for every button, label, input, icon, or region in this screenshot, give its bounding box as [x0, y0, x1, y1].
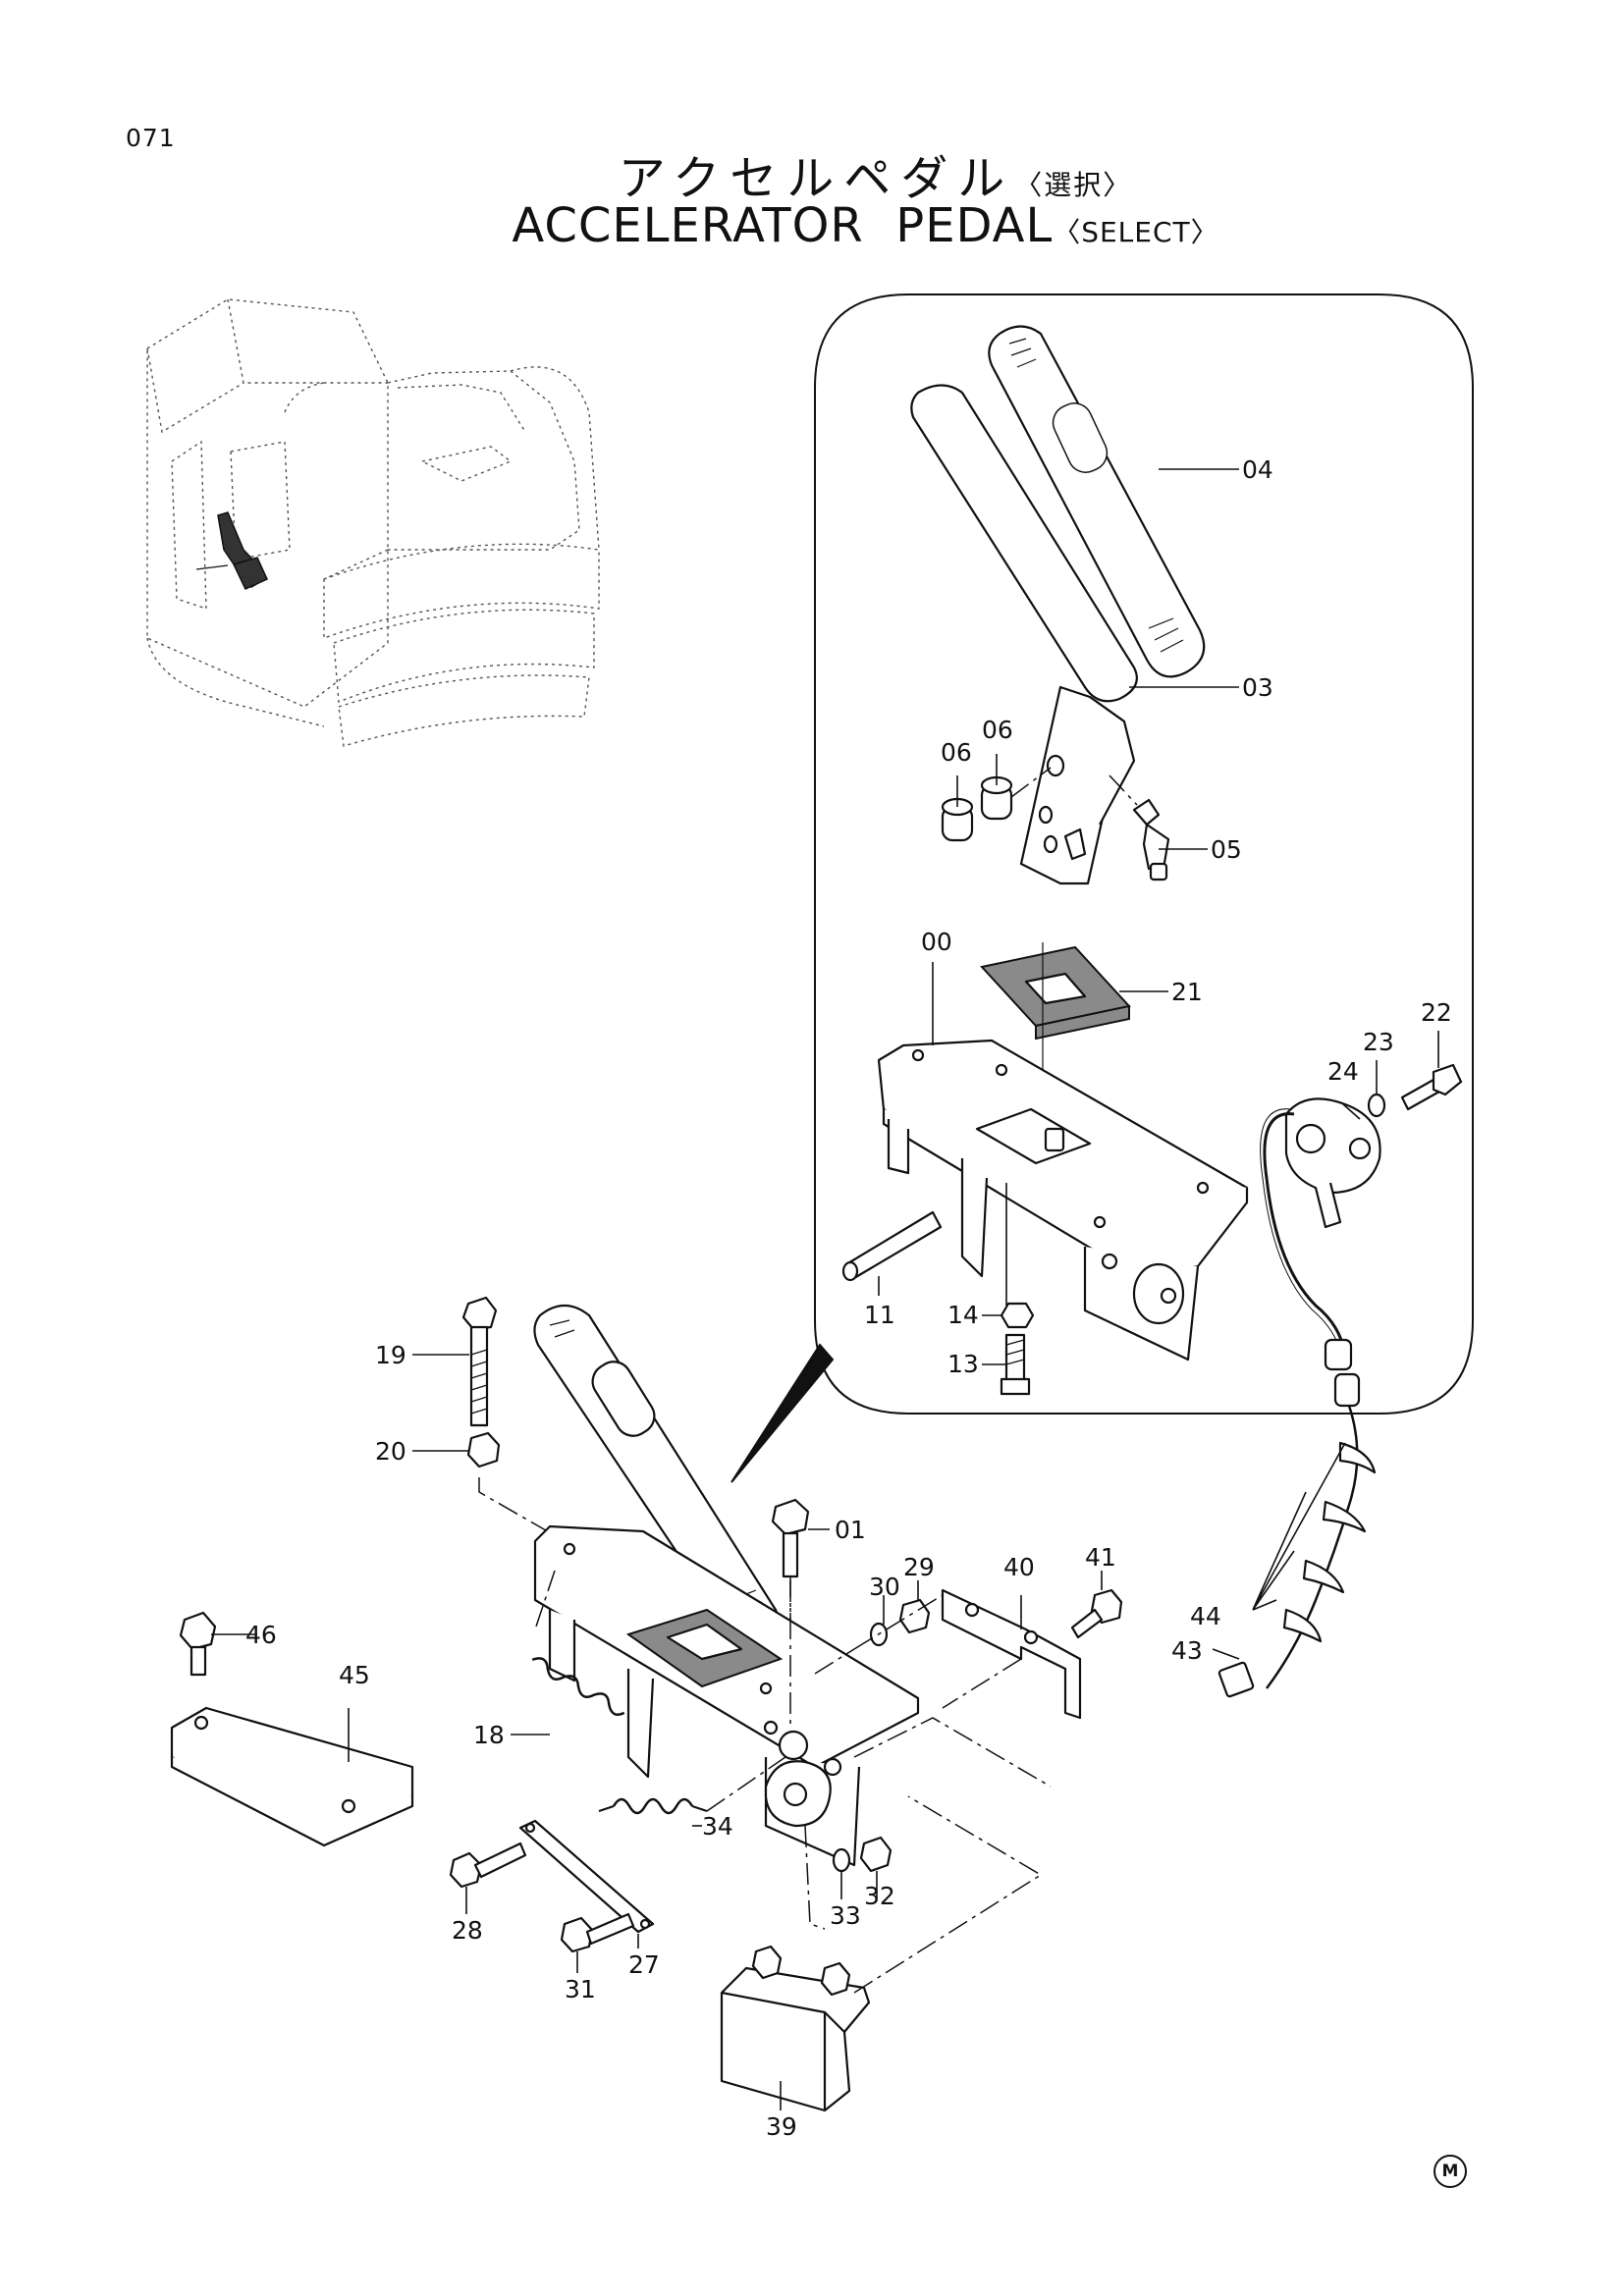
callout-43: 43 [1171, 1636, 1203, 1665]
bolt-13 [1000, 1333, 1031, 1396]
bolt-41 [942, 1588, 1123, 1709]
grease-fitting-05 [1109, 774, 1170, 881]
title-japanese-qualifier: 〈選択〉 [1014, 169, 1133, 201]
title-english-qualifier: 〈SELECT〉 [1053, 216, 1219, 248]
nut-29 [898, 1598, 931, 1634]
callout-00: 00 [921, 928, 952, 956]
washer-23 [1367, 1093, 1386, 1118]
bolt-19 [461, 1296, 498, 1427]
callout-18: 18 [473, 1721, 505, 1749]
link-27 [518, 1819, 655, 1934]
corner-mark: M [1434, 2155, 1467, 2188]
title-japanese: アクセルペダル〈選択〉 [0, 139, 1623, 208]
nut-20 [466, 1431, 501, 1468]
title-english-text: ACCELERATOR PEDAL [512, 198, 1054, 253]
callout-11: 11 [864, 1301, 895, 1329]
bracket-40 [941, 1588, 1082, 1720]
callout-45: 45 [339, 1661, 370, 1689]
cable-harness [1217, 1108, 1377, 1698]
leader-lines [211, 468, 1439, 2110]
callout-19: 19 [375, 1341, 406, 1369]
callout-34: 34 [702, 1812, 733, 1841]
detail-callout-bubble [730, 294, 1474, 1483]
pedal-arm-03 [910, 384, 1138, 885]
callout-05: 05 [1211, 835, 1242, 864]
bolt-22 [1400, 1063, 1463, 1111]
callout-46: 46 [245, 1621, 277, 1649]
callout-27: 27 [628, 1950, 660, 1979]
callout-06b: 06 [941, 738, 972, 767]
callout-labels: 04 03 06 06 05 00 21 22 23 24 11 14 13 1… [245, 455, 1452, 2141]
callout-33: 33 [830, 1901, 861, 1930]
callout-41: 41 [1085, 1543, 1116, 1572]
callout-21: 21 [1171, 978, 1203, 1006]
main-bracket [533, 1524, 920, 1867]
callout-32: 32 [864, 1882, 895, 1910]
callout-20: 20 [375, 1437, 406, 1466]
sensor-24 [1284, 1097, 1381, 1229]
callout-39: 39 [766, 2112, 797, 2141]
bolt-28 [449, 1842, 527, 1889]
callout-24: 24 [1327, 1057, 1359, 1086]
title-japanese-text: アクセルペダル [618, 151, 1015, 206]
cover-plate-45 [170, 1706, 414, 1847]
pin-11 [841, 1210, 943, 1282]
callout-01: 01 [835, 1516, 866, 1544]
callout-44: 44 [1190, 1602, 1221, 1630]
bolt-31 [560, 1912, 635, 1953]
bolt-46 [179, 1611, 217, 1677]
machine-cab-illustration [146, 298, 600, 747]
washer-33 [832, 1847, 851, 1873]
callout-23: 23 [1363, 1028, 1394, 1056]
pedal-cover-04 [988, 325, 1206, 678]
spring-34 [598, 1756, 786, 1815]
sensor-main [764, 1760, 832, 1930]
bolt-01 [771, 1498, 810, 1728]
callout-04: 04 [1242, 455, 1273, 484]
callout-22: 22 [1421, 998, 1452, 1027]
nut-32 [859, 1836, 893, 1873]
callout-28: 28 [452, 1916, 483, 1945]
callout-06a: 06 [982, 716, 1013, 744]
rubber-boot-21 [980, 942, 1131, 1139]
callout-03: 03 [1242, 673, 1273, 702]
callout-31: 31 [565, 1975, 596, 2003]
title-english: ACCELERATOR PEDAL〈SELECT〉 [0, 198, 1623, 253]
pedal-bracket-00 [877, 1039, 1249, 1362]
callout-29: 29 [903, 1553, 935, 1581]
callout-13: 13 [947, 1350, 979, 1378]
callout-14: 14 [947, 1301, 979, 1329]
callout-40: 40 [1003, 1553, 1035, 1581]
nut-14 [1000, 1302, 1035, 1329]
protector-39 [720, 1795, 1043, 2112]
page-number: 071 [126, 124, 176, 152]
spring-18 [531, 1570, 625, 1716]
callout-30: 30 [869, 1573, 900, 1601]
